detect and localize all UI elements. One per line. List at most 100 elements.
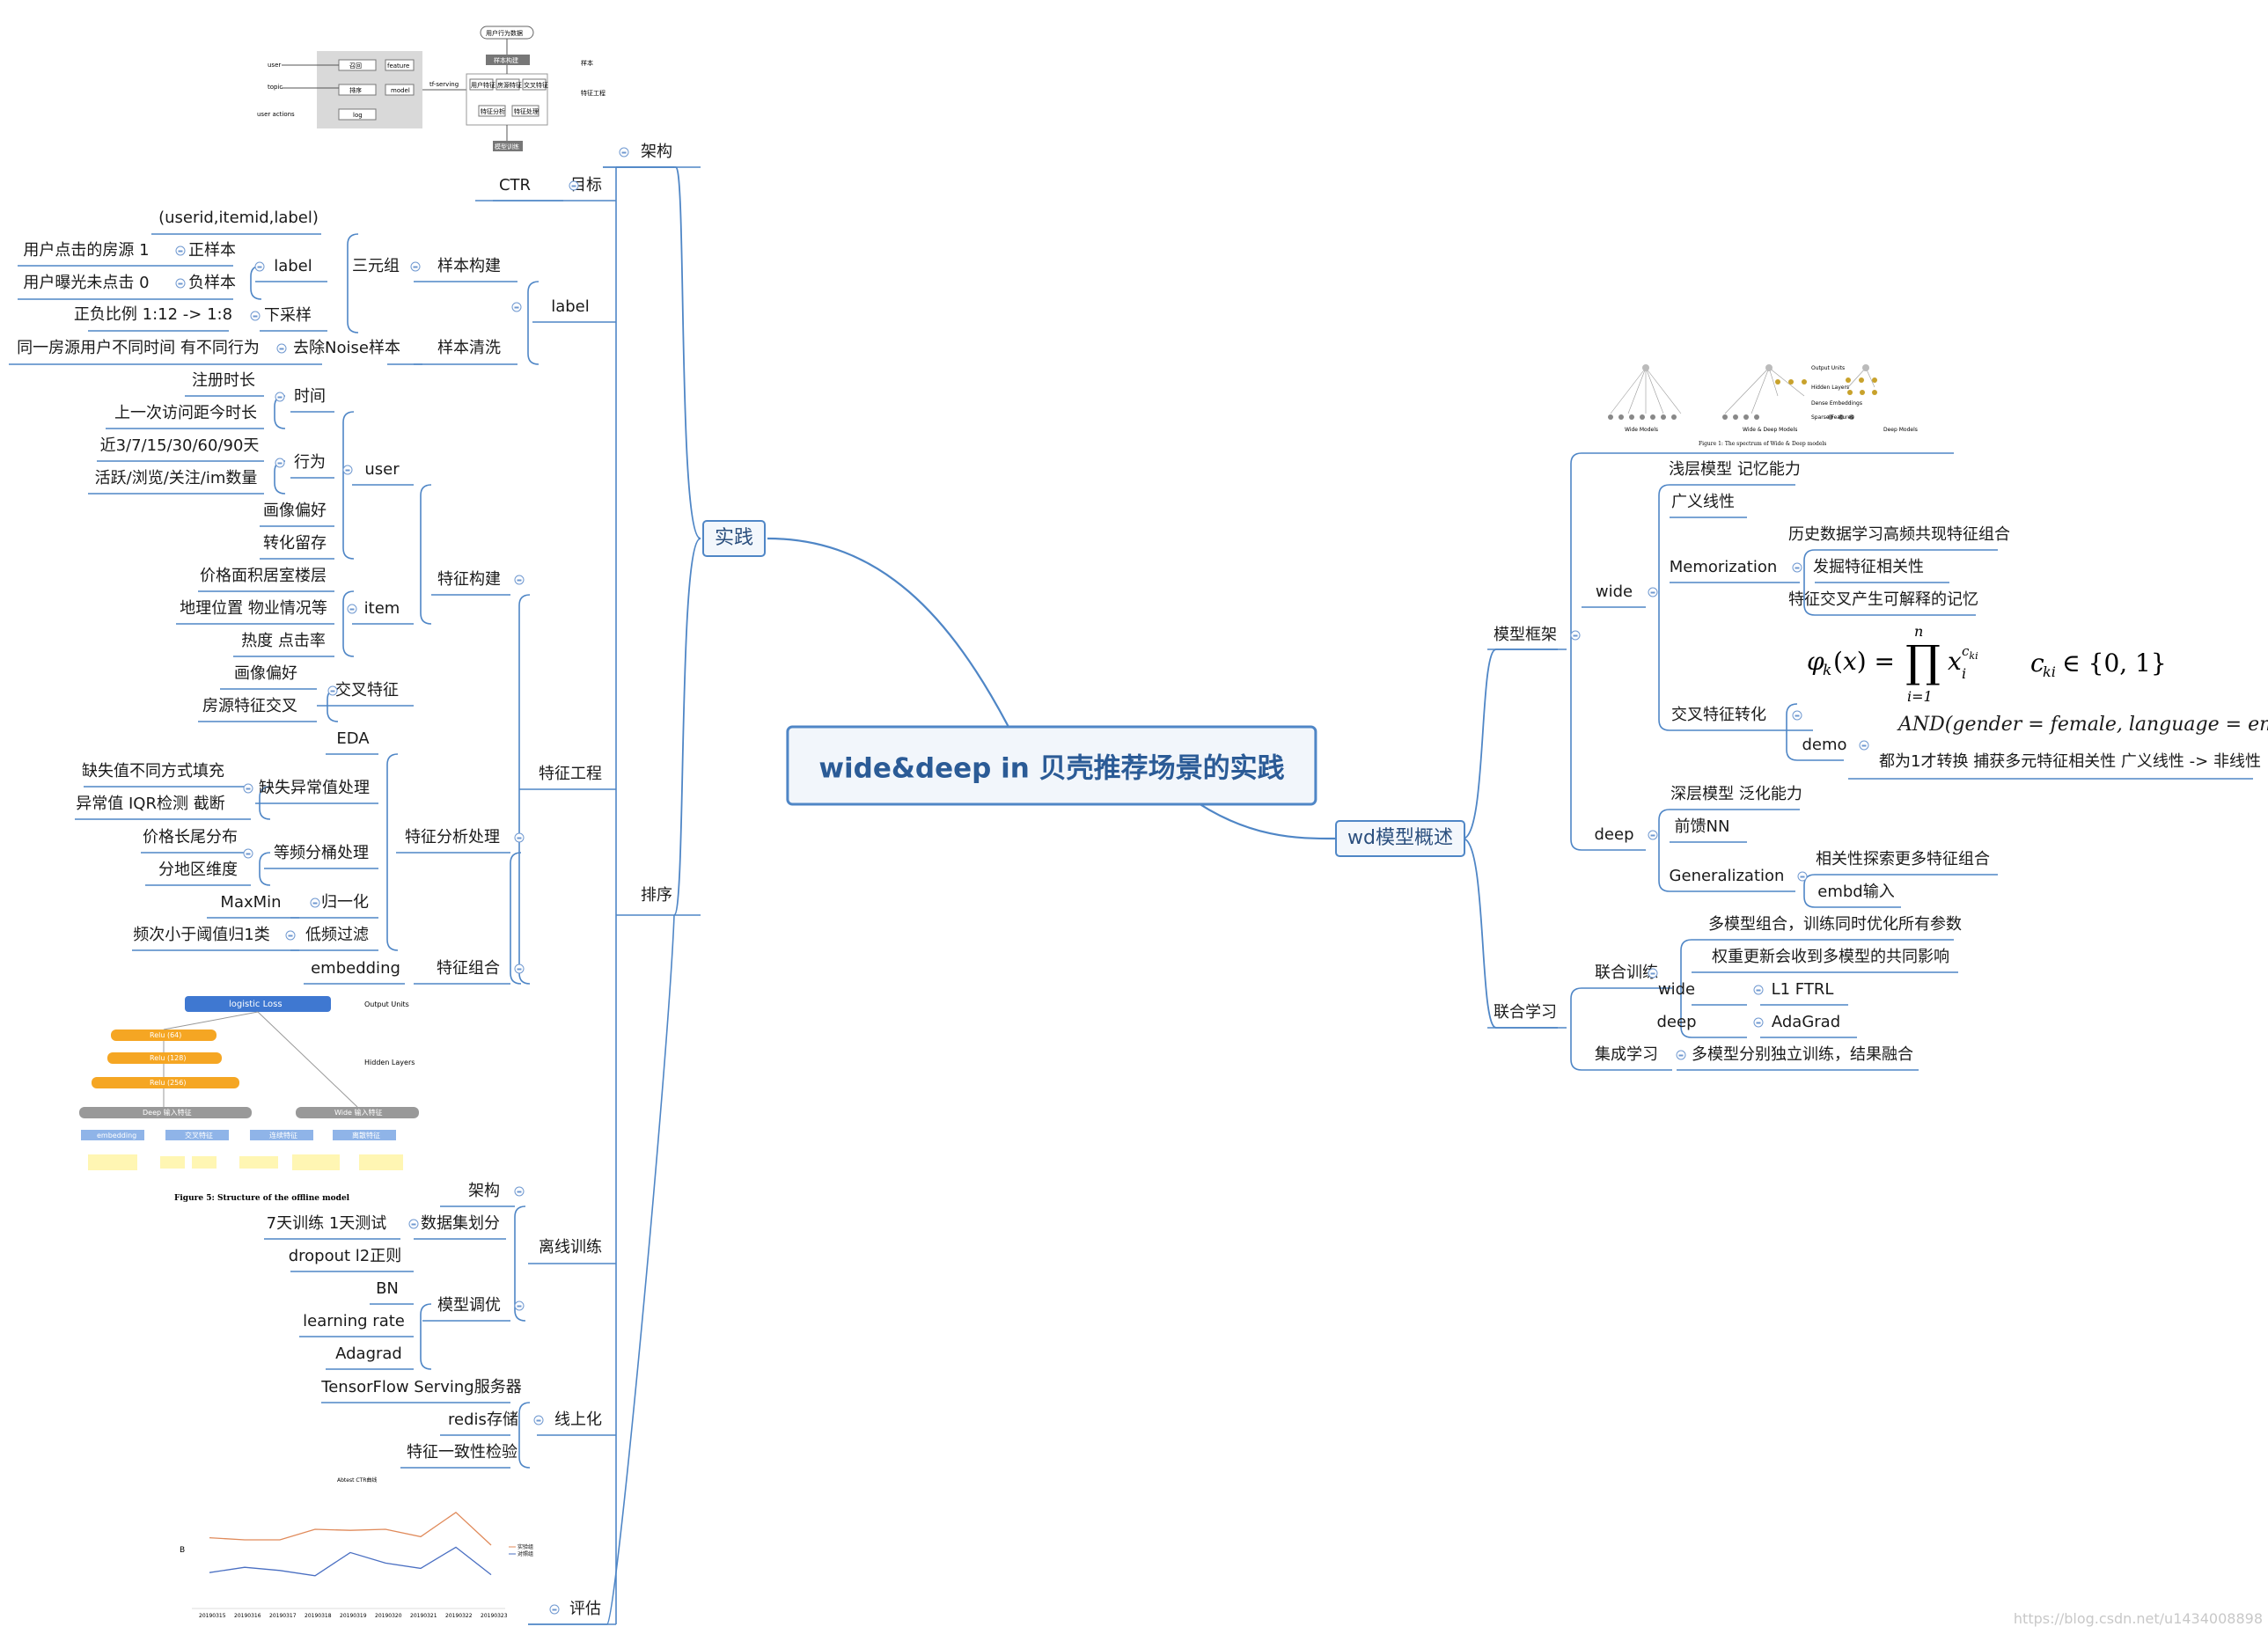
collapse-toggle-icon[interactable] <box>175 245 186 256</box>
node-pos-desc[interactable]: 用户点击的房源 1 <box>23 241 150 260</box>
node-maxmin[interactable]: MaxMin <box>220 893 282 912</box>
node-jt1[interactable]: 多模型组合，训练同时优化所有参数 <box>1708 915 1962 934</box>
node-heat[interactable]: 热度 点击率 <box>241 632 326 650</box>
node-offline[interactable]: 离线训练 <box>539 1238 602 1257</box>
collapse-toggle-icon[interactable] <box>276 343 287 354</box>
node-reg[interactable]: 注册时长 <box>192 371 255 390</box>
collapse-toggle-icon[interactable] <box>1676 1050 1686 1060</box>
collapse-toggle-icon[interactable] <box>533 1415 544 1425</box>
node-cross-portrait[interactable]: 画像偏好 <box>234 664 297 683</box>
node-framework[interactable]: 模型框架 <box>1494 626 1557 644</box>
node-ctr[interactable]: CTR <box>498 176 532 194</box>
node-pos[interactable]: 正样本 <box>188 241 236 260</box>
node-lowfreq-desc[interactable]: 频次小于阈值归1类 <box>133 926 270 944</box>
branch-overview[interactable]: wd模型概述 <box>1335 820 1465 857</box>
node-arch[interactable]: 架构 <box>641 143 672 161</box>
node-behavior[interactable]: 行为 <box>294 453 326 472</box>
collapse-toggle-icon[interactable] <box>250 311 261 321</box>
collapse-toggle-icon[interactable] <box>1792 562 1802 573</box>
collapse-toggle-icon[interactable] <box>1648 968 1658 978</box>
node-split[interactable]: 数据集划分 <box>421 1214 500 1233</box>
node-jt-wide-opt[interactable]: L1 FTRL <box>1771 980 1834 999</box>
node-cross[interactable]: 交叉特征 <box>335 681 399 700</box>
node-mem3[interactable]: 特征交叉产生可解释的记忆 <box>1788 590 1978 609</box>
node-clean[interactable]: 样本清洗 <box>437 339 501 357</box>
collapse-toggle-icon[interactable] <box>254 261 265 272</box>
node-bn[interactable]: BN <box>376 1279 399 1298</box>
node-dropout[interactable]: dropout l2正则 <box>288 1247 402 1265</box>
node-eval[interactable]: 评估 <box>569 1600 601 1618</box>
collapse-toggle-icon[interactable] <box>1792 710 1802 721</box>
node-outlier[interactable]: 异常值 IQR检测 截断 <box>76 795 225 813</box>
collapse-toggle-icon[interactable] <box>549 1604 560 1615</box>
node-days[interactable]: 近3/7/15/30/60/90天 <box>99 436 260 455</box>
collapse-toggle-icon[interactable] <box>327 685 338 696</box>
node-deep[interactable]: deep <box>1594 825 1634 844</box>
node-eda[interactable]: EDA <box>336 729 370 748</box>
node-downsample[interactable]: 下采样 <box>264 306 312 325</box>
node-tune[interactable]: 模型调优 <box>437 1296 501 1315</box>
node-retention[interactable]: 转化留存 <box>263 534 327 553</box>
node-district[interactable]: 分地区维度 <box>158 861 238 879</box>
node-joint[interactable]: 联合学习 <box>1494 1003 1557 1022</box>
collapse-toggle-icon[interactable] <box>1797 871 1808 882</box>
node-cross-transform[interactable]: 交叉特征转化 <box>1671 706 1766 724</box>
node-demo-desc[interactable]: 都为1才转换 捕获多元特征相关性 广义线性 -> 非线性 <box>1879 752 2261 771</box>
node-long-tail[interactable]: 价格长尾分布 <box>143 828 238 846</box>
collapse-toggle-icon[interactable] <box>514 1301 525 1311</box>
node-actions[interactable]: 活跃/浏览/关注/im数量 <box>94 469 258 487</box>
node-analysis[interactable]: 特征分析处理 <box>405 828 500 846</box>
collapse-toggle-icon[interactable] <box>347 604 357 614</box>
collapse-toggle-icon[interactable] <box>243 848 253 859</box>
node-jt-wide[interactable]: wide <box>1657 980 1696 999</box>
node-deep1[interactable]: 深层模型 泛化能力 <box>1670 785 1802 803</box>
collapse-toggle-icon[interactable] <box>1753 1017 1764 1028</box>
node-noise[interactable]: 去除Noise样本 <box>293 339 400 357</box>
node-sample-build[interactable]: 样本构建 <box>437 257 501 275</box>
collapse-toggle-icon[interactable] <box>514 1186 525 1197</box>
node-item[interactable]: item <box>363 599 400 618</box>
collapse-toggle-icon[interactable] <box>275 392 285 402</box>
collapse-toggle-icon[interactable] <box>342 465 353 475</box>
collapse-toggle-icon[interactable] <box>1753 985 1764 995</box>
node-missing[interactable]: 缺失异常值处理 <box>259 779 370 797</box>
node-adagrad[interactable]: Adagrad <box>335 1345 402 1363</box>
node-norm[interactable]: 归一化 <box>321 893 369 912</box>
node-demo[interactable]: demo <box>1802 736 1847 754</box>
node-lr[interactable]: learning rate <box>303 1312 405 1330</box>
node-jt-deep-opt[interactable]: AdaGrad <box>1771 1013 1841 1031</box>
node-last-visit[interactable]: 上一次访问距今时长 <box>114 404 257 422</box>
node-linear[interactable]: 广义线性 <box>1671 493 1735 511</box>
node-generalization[interactable]: Generalization <box>1669 867 1785 885</box>
node-gen2[interactable]: embd输入 <box>1817 883 1895 901</box>
node-ensemble[interactable]: 集成学习 <box>1595 1045 1658 1064</box>
collapse-toggle-icon[interactable] <box>285 930 296 941</box>
node-mem1[interactable]: 历史数据学习高频共现特征组合 <box>1788 525 2010 544</box>
collapse-toggle-icon[interactable] <box>408 1219 419 1229</box>
node-consistency[interactable]: 特征一致性检验 <box>407 1443 517 1462</box>
collapse-toggle-icon[interactable] <box>569 180 579 191</box>
collapse-toggle-icon[interactable] <box>275 458 285 468</box>
node-offline-arch[interactable]: 架构 <box>468 1182 500 1200</box>
node-triple-value[interactable]: (userid,itemid,label) <box>158 209 319 227</box>
node-feat-eng[interactable]: 特征工程 <box>539 765 602 783</box>
node-triple[interactable]: 三元组 <box>352 257 400 275</box>
node-price[interactable]: 价格面积居室楼层 <box>200 567 327 585</box>
node-redis[interactable]: redis存储 <box>448 1411 518 1429</box>
collapse-toggle-icon[interactable] <box>511 302 522 312</box>
collapse-toggle-icon[interactable] <box>1859 740 1869 751</box>
node-time[interactable]: 时间 <box>294 387 326 406</box>
node-wide[interactable]: wide <box>1595 583 1633 601</box>
node-cross-house[interactable]: 房源特征交叉 <box>202 697 297 715</box>
node-feat-build[interactable]: 特征构建 <box>437 570 501 589</box>
node-goal[interactable]: 目标 <box>570 176 602 194</box>
node-embedding[interactable]: embedding <box>311 959 400 978</box>
node-sort[interactable]: 排序 <box>641 886 672 905</box>
node-lowfreq[interactable]: 低频过滤 <box>305 926 369 944</box>
node-bucket[interactable]: 等频分桶处理 <box>274 844 369 862</box>
node-neg-desc[interactable]: 用户曝光未点击 0 <box>23 274 150 292</box>
node-mem2[interactable]: 发掘特征相关性 <box>1813 558 1924 576</box>
node-missing-fill[interactable]: 缺失值不同方式填充 <box>82 762 224 780</box>
collapse-toggle-icon[interactable] <box>243 783 253 794</box>
collapse-toggle-icon[interactable] <box>410 261 421 272</box>
